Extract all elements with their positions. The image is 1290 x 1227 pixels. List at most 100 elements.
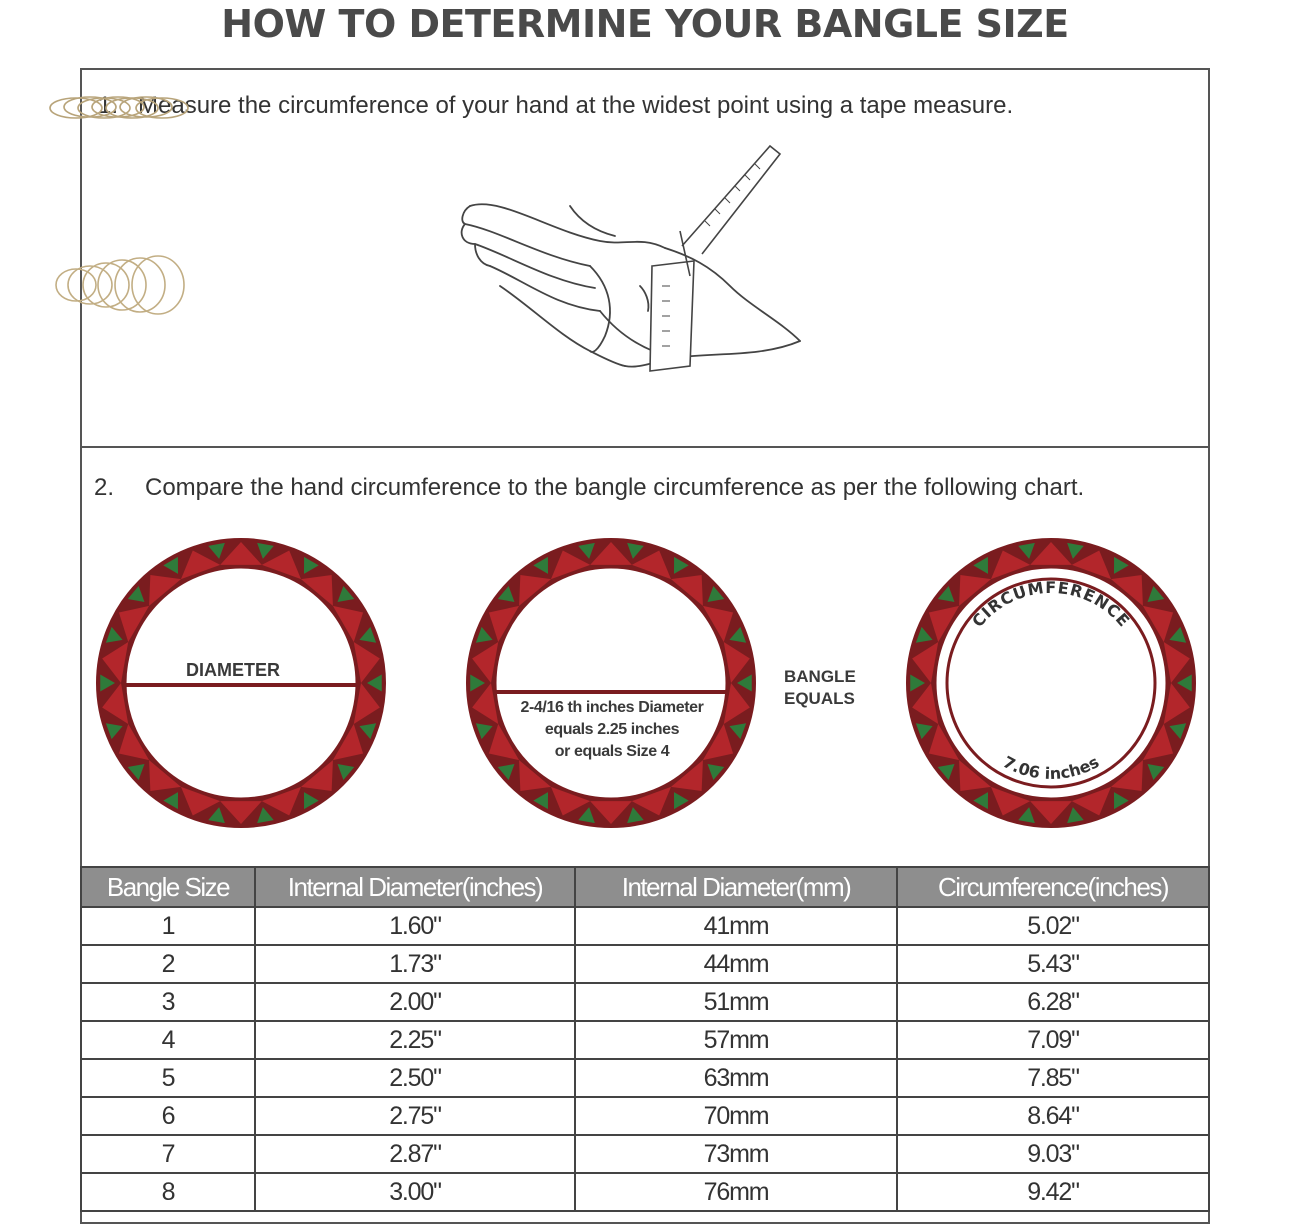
hand-measuring-illustration <box>460 144 801 372</box>
bangle-green-triangle <box>163 556 178 574</box>
size4-caption-line3: or equals Size 4 <box>554 743 670 760</box>
cell-diameter-inches: 1.60" <box>254 906 576 946</box>
bangle-green-triangle <box>1169 723 1187 740</box>
cell-diameter-inches: 1.73" <box>254 944 576 984</box>
bangle-green-triangle <box>127 763 145 780</box>
bangle-red-triangle <box>1111 760 1143 792</box>
bangle-red-triangle <box>671 760 703 792</box>
bangle-green-triangle <box>627 542 644 559</box>
bangle-red-triangle <box>551 786 591 816</box>
cell-size: 6 <box>80 1096 256 1136</box>
bangle-equals-label: BANGLE EQUALS <box>784 666 874 710</box>
bangle-diameter-diagram <box>96 538 386 828</box>
cell-diameter-mm: 57mm <box>574 1020 898 1060</box>
bangle-red-triangle <box>1142 605 1174 642</box>
cell-circumference: 9.03" <box>896 1134 1210 1174</box>
bangle-green-triangle <box>729 626 747 643</box>
bangle-red-triangle <box>631 550 671 580</box>
bangle-green-triangle <box>578 807 595 824</box>
bangle-red-triangle <box>959 574 991 606</box>
bangle-red-triangle <box>261 550 301 580</box>
bangle-green-triangle <box>729 723 747 740</box>
bangle-red-triangle <box>301 760 333 792</box>
bangle-red-triangle <box>149 574 181 606</box>
bangle-green-triangle <box>470 674 485 692</box>
cell-size: 2 <box>80 944 256 984</box>
bangle-green-triangle <box>1169 626 1187 643</box>
cell-diameter-inches: 2.87" <box>254 1134 576 1174</box>
bangle-green-triangle <box>304 792 319 810</box>
bangle-red-triangle <box>1071 550 1111 580</box>
bangle-red-triangle <box>991 786 1031 816</box>
bangle-green-triangle <box>304 556 319 574</box>
bangle-red-triangle <box>928 724 960 761</box>
bangle-red-triangle <box>1163 641 1190 683</box>
bangle-green-triangle <box>359 626 377 643</box>
step-1-instruction: 1.Measure the circumference of your hand… <box>98 92 1013 120</box>
bangle-red-triangle <box>220 801 262 824</box>
bangle-green-triangle <box>367 674 382 692</box>
bangle-red-triangle <box>519 574 551 606</box>
bangle-red-triangle <box>353 641 380 683</box>
bangle-red-triangle <box>991 550 1031 580</box>
cell-diameter-inches: 2.25" <box>254 1020 576 1060</box>
step-2-text: Compare the hand circumference to the ba… <box>145 474 1085 501</box>
bangle-size4-diagram <box>466 538 756 828</box>
cell-size: 3 <box>80 982 256 1022</box>
bangle-green-triangle <box>208 542 225 559</box>
bangle-green-triangle <box>915 723 933 740</box>
size4-caption-line2: equals 2.25 inches <box>544 721 680 738</box>
size4-caption-line1: 2-4/16 th inches Diameter <box>520 699 704 716</box>
header-diameter-inches: Internal Diameter(inches) <box>254 866 576 908</box>
bangle-green-triangle <box>475 626 493 643</box>
bangle-green-triangle <box>674 792 689 810</box>
bangle-red-triangle <box>301 574 333 606</box>
cell-size: 7 <box>80 1134 256 1174</box>
bangle-red-triangle <box>702 605 734 642</box>
bangle-green-triangle <box>475 723 493 740</box>
bangle-red-triangle <box>1071 786 1111 816</box>
bangle-green-triangle <box>208 807 225 824</box>
bangle-green-triangle <box>533 556 548 574</box>
bangle-green-triangle <box>497 586 515 603</box>
bangle-green-triangle <box>674 556 689 574</box>
bangle-green-triangle <box>1147 763 1165 780</box>
size4-caption: 2-4/16 th inches Diameter equals 2.25 in… <box>500 697 724 763</box>
bangle-red-triangle <box>353 683 380 725</box>
cell-size: 8 <box>80 1172 256 1212</box>
bangle-green-triangle <box>937 763 955 780</box>
bangle-red-triangle <box>220 542 262 565</box>
bangle-red-triangle <box>1030 801 1072 824</box>
cell-size: 5 <box>80 1058 256 1098</box>
cell-circumference: 9.42" <box>896 1172 1210 1212</box>
bangle-red-triangle <box>1030 542 1072 565</box>
bangle-red-triangle <box>1111 574 1143 606</box>
bangle-red-triangle <box>332 605 364 642</box>
cell-diameter-mm: 41mm <box>574 906 898 946</box>
bangle-green-triangle <box>497 763 515 780</box>
bangle-red-triangle <box>181 550 221 580</box>
cell-circumference: 7.09" <box>896 1020 1210 1060</box>
cell-circumference: 5.02" <box>896 906 1210 946</box>
table-header-row: Bangle Size Internal Diameter(inches) In… <box>80 866 1210 908</box>
cell-size: 4 <box>80 1020 256 1060</box>
bangle-red-triangle <box>118 724 150 761</box>
bangle-green-triangle <box>910 674 925 692</box>
bangle-green-triangle <box>1147 586 1165 603</box>
header-bangle-size: Bangle Size <box>80 866 256 908</box>
bangle-green-triangle <box>578 542 595 559</box>
bangle-equals-line2: EQUALS <box>784 689 855 708</box>
page-title: HOW TO DETERMINE YOUR BANGLE SIZE <box>221 2 1069 46</box>
bangle-size-table: Bangle Size Internal Diameter(inches) In… <box>80 866 1210 1212</box>
bangle-green-triangle <box>915 626 933 643</box>
bangle-green-triangle <box>257 542 274 559</box>
bangle-red-triangle <box>723 641 750 683</box>
cell-diameter-inches: 2.00" <box>254 982 576 1022</box>
bangle-red-triangle <box>551 550 591 580</box>
